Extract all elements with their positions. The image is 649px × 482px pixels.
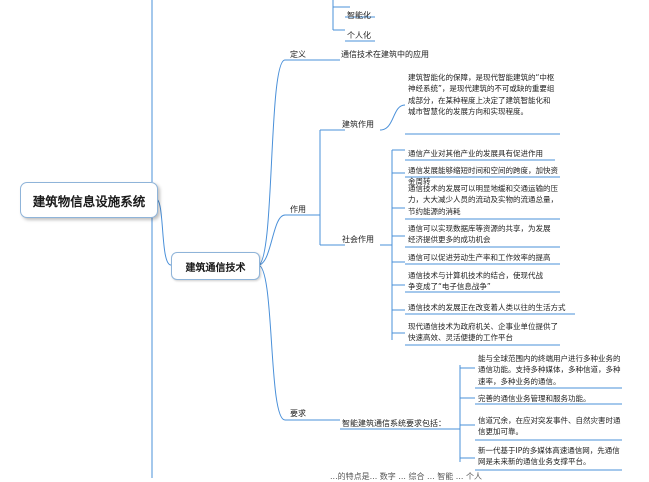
sub-branch-building[interactable]: 建筑作用 [342,120,374,129]
social-item-7: 通信技术的发展正在改变着人类以往的生活方式 [408,303,566,312]
social-item-2: 通信发展能够缩短时间和空间的跨度，加快资金周转 [408,166,558,187]
branch-definition[interactable]: 定义 [290,50,306,59]
requirement-item-2: 完善的通信业务管理和服务功能。 [478,394,591,403]
top-item-intelligent: 智能化 [347,11,371,20]
requirement-item-4: 新一代基于IP的多媒体高速通信网，先通信网是未来新的通信业务支撑平台。 [478,446,620,467]
requirement-item-3: 信道冗余，在应对突发事件、自然灾害时通信更加可靠。 [478,416,621,437]
definition-text: 通信技术在建筑中的应用 [341,50,429,59]
branch-requirement[interactable]: 要求 [290,409,306,418]
requirement-item-1: 能与全球范围内的终端用户进行多种业务的通信功能。支持多种媒体，多种信道，多种速率… [478,354,621,386]
branch-function[interactable]: 作用 [290,205,306,214]
building-role-text: 建筑智能化的保障，是现代智能建筑的“中枢神经系统”，是现代建筑的不可或缺的重要组… [408,73,555,116]
social-item-8: 现代通信技术为政府机关、企事业单位提供了快速高效、灵活便捷的工作平台 [408,322,558,343]
social-item-5: 通信可以促进劳动生产率和工作效率的提高 [408,253,551,262]
social-item-3: 通信技术的发展可以明显地缓和交通运输的压力，大大减少人员的流动及实物的流通总量，… [408,184,558,216]
bottom-cut-text: ...的特点是... 数字 ... 综合 ... 智能 ... 个人 [330,472,482,481]
root-node[interactable]: 建筑物信息设施系统 [20,182,158,218]
social-item-4: 通信可以实现数据库等资源的共享，为发展经济提供更多的成功机会 [408,224,551,245]
top-item-personal: 个人化 [347,31,371,40]
social-item-1: 通信产业对其他产业的发展具有促进作用 [408,149,543,158]
main-node-communication[interactable]: 建筑通信技术 [171,252,260,280]
sub-branch-social[interactable]: 社会作用 [342,235,374,244]
social-item-6: 通信技术与计算机技术的结合，使现代战争变成了“电子信息战争” [408,271,543,292]
requirement-node[interactable]: 智能建筑通信系统要求包括： [342,419,446,428]
